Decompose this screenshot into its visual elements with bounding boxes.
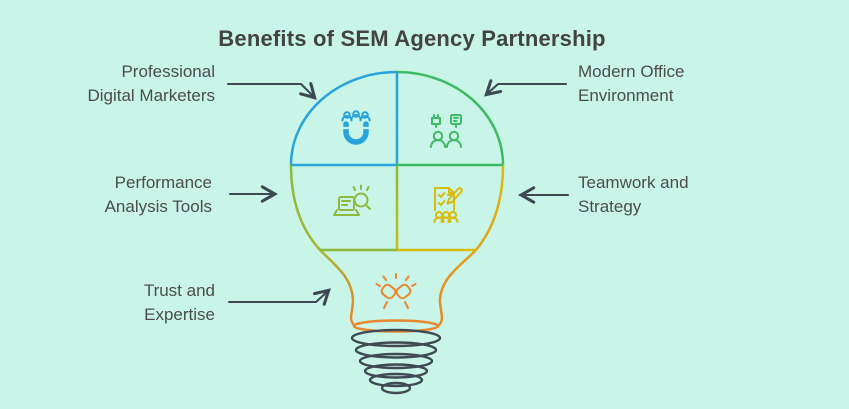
bulb-side-bottom-right <box>437 163 505 327</box>
impact-rays <box>375 273 417 287</box>
arrows <box>227 79 569 306</box>
document-fold <box>448 187 455 194</box>
sparkle-rays <box>352 184 370 191</box>
label-line: Teamwork and <box>578 173 689 192</box>
screw-tip <box>380 381 412 395</box>
bulb-arc-top-left <box>289 70 399 167</box>
left-fist <box>380 283 397 300</box>
magnet-body <box>343 121 369 145</box>
laptop-base <box>333 209 360 216</box>
bulb-neck-rim <box>352 319 440 333</box>
person-head <box>448 130 460 142</box>
screw-thread <box>358 352 434 370</box>
bulb-side-bottom-left <box>289 163 356 327</box>
person-shoulders <box>359 115 371 122</box>
person-head <box>343 111 351 119</box>
label-line: Modern Office <box>578 62 685 81</box>
fist-wrists <box>383 301 409 309</box>
pencil <box>446 187 463 205</box>
screw-thread <box>350 328 442 348</box>
fist-bump-icon <box>375 273 417 309</box>
checklist-team-icon <box>433 187 463 223</box>
right-fist <box>395 283 412 300</box>
label-line: Expertise <box>144 304 215 324</box>
person-body <box>430 139 446 148</box>
screw-thread <box>363 363 429 379</box>
arrow-modern-office <box>484 79 567 97</box>
label-line: Environment <box>578 85 674 105</box>
magnifier-lens <box>353 192 369 208</box>
label-performance-analysis-tools: Performance Analysis Tools <box>0 171 212 218</box>
laptop-analysis-icon <box>333 184 371 216</box>
device-lines <box>453 117 459 128</box>
magnifier-handle <box>364 203 371 210</box>
screw-thread <box>354 341 438 359</box>
label-trust-and-expertise: Trust and Expertise <box>0 279 215 326</box>
label-line: Strategy <box>578 196 642 216</box>
arrow-professional <box>227 82 317 100</box>
bulb-outline <box>289 70 505 333</box>
label-line: Professional <box>121 62 215 81</box>
person-head <box>361 111 369 119</box>
plug-prongs <box>433 114 439 128</box>
bulb-arc-top-right <box>395 70 505 167</box>
person-head <box>352 110 360 118</box>
person-head <box>432 130 444 142</box>
label-modern-office-environment: Modern Office Environment <box>578 60 798 107</box>
person-body <box>446 139 462 148</box>
laptop-screen-lines <box>341 200 351 206</box>
screw-thread <box>368 372 424 388</box>
arrow-trust <box>228 288 331 306</box>
label-line: Analysis Tools <box>104 196 212 216</box>
plug <box>431 117 441 125</box>
label-professional-digital-marketers: Professional Digital Marketers <box>0 60 215 107</box>
label-line: Performance <box>114 173 212 192</box>
connected-people-icon <box>430 114 462 148</box>
document-sheet <box>434 187 455 211</box>
label-line: Digital Marketers <box>87 85 215 105</box>
laptop-screen <box>338 196 355 211</box>
label-teamwork-and-strategy: Teamwork and Strategy <box>578 171 798 218</box>
magnet-audience-icon <box>341 110 371 145</box>
device-screen <box>450 114 462 125</box>
page-title: Benefits of SEM Agency Partnership <box>218 26 606 51</box>
person-shoulders <box>433 216 459 223</box>
label-line: Trust and <box>143 281 215 300</box>
bulb-screw-base <box>350 328 442 395</box>
